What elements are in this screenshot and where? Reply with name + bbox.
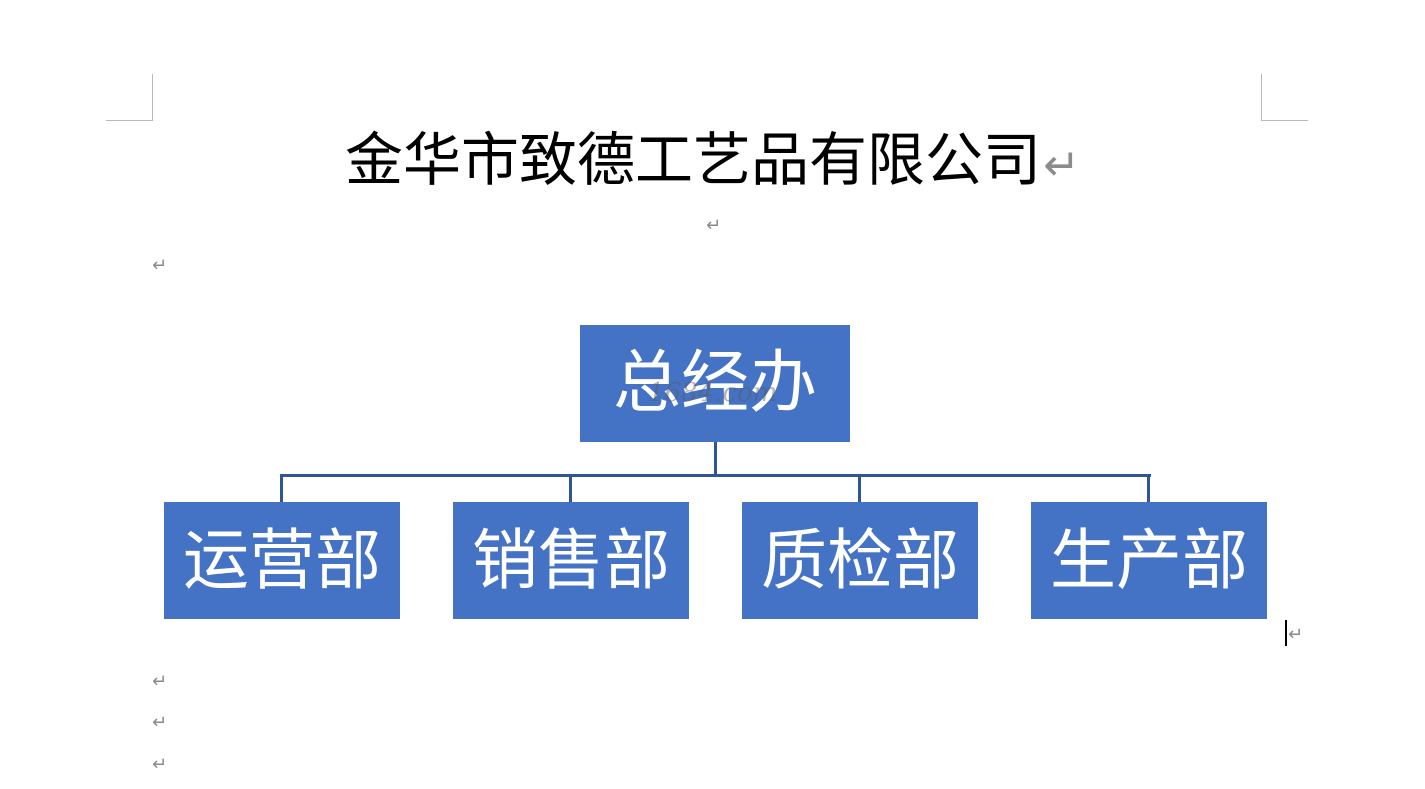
- document-title[interactable]: 金华市致德工艺品有限公司: [345, 126, 1042, 194]
- margin-corner-top-right: [1261, 74, 1308, 121]
- margin-corner-top-left: [106, 74, 153, 121]
- connector-vertical-top: [714, 442, 717, 475]
- text-cursor: [1285, 620, 1287, 646]
- org-node-sales[interactable]: 销售部: [453, 502, 689, 619]
- paragraph-mark-icon: ↵: [152, 255, 168, 276]
- paragraph-mark-icon: ↵: [1288, 624, 1304, 645]
- paragraph-mark-icon: ↵: [706, 215, 722, 236]
- connector-horizontal: [280, 474, 1151, 477]
- connector-child-3: [858, 474, 861, 502]
- org-node-general-office[interactable]: 总经办: [580, 325, 850, 442]
- paragraph-mark-icon: ↵: [152, 754, 168, 775]
- org-node-quality-inspection[interactable]: 质检部: [742, 502, 978, 619]
- connector-child-2: [569, 474, 572, 502]
- watermark-text: 1684.com: [648, 378, 778, 408]
- connector-child-4: [1147, 474, 1150, 502]
- org-node-production[interactable]: 生产部: [1031, 502, 1267, 619]
- connector-child-1: [280, 474, 283, 502]
- org-node-operations[interactable]: 运营部: [164, 502, 400, 619]
- document-title-paragraph[interactable]: 金华市致德工艺品有限公司↵: [0, 124, 1425, 202]
- paragraph-mark-icon: ↵: [1043, 140, 1080, 191]
- paragraph-mark-icon: ↵: [152, 712, 168, 733]
- paragraph-mark-icon: ↵: [152, 671, 168, 692]
